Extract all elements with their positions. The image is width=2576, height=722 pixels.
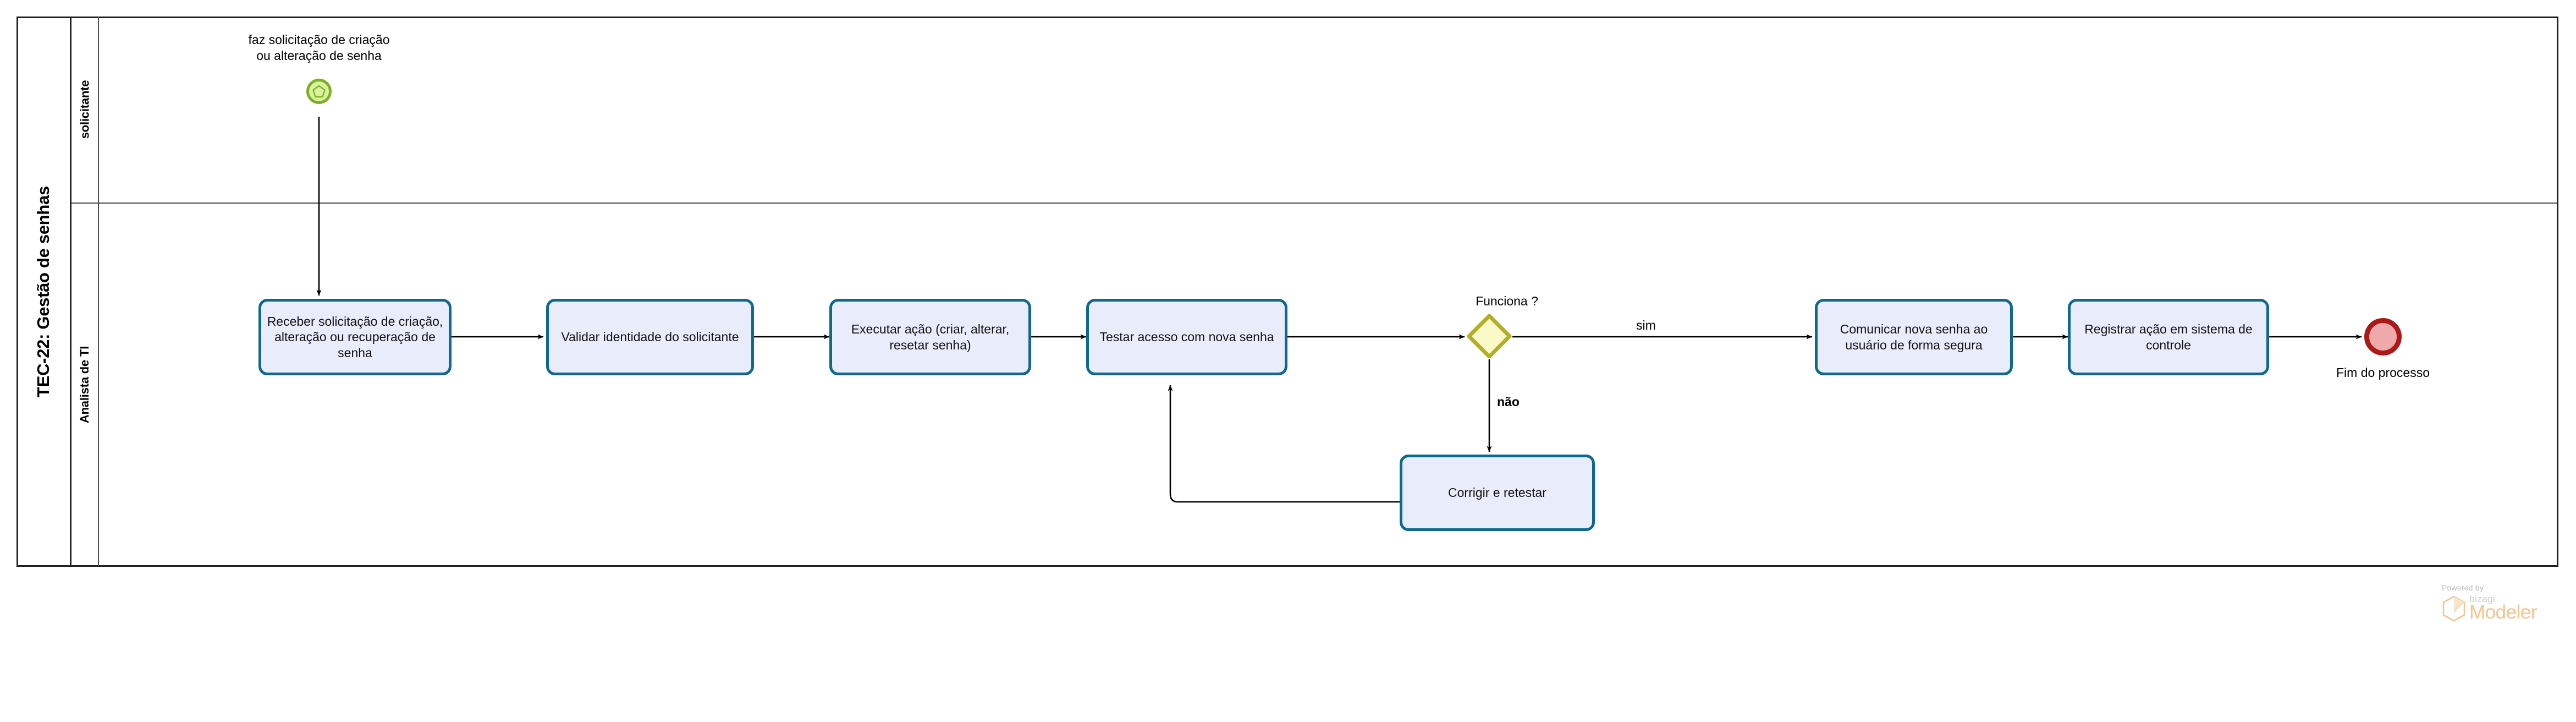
task-label: Validar identidade do solicitante	[561, 330, 739, 344]
gateway-diamond-icon	[1467, 314, 1512, 359]
lane-label-solicitante: solicitante	[78, 80, 92, 139]
task-label: Executar ação (criar, alterar, resetar s…	[851, 322, 1010, 352]
pool-title: TEC-22: Gestão de senhas	[33, 186, 53, 397]
start-event-label-line2: ou alteração de senha	[256, 48, 382, 63]
lane-divider	[71, 203, 2557, 204]
lane-label-analista-ti: Analista de TI	[78, 346, 92, 424]
task-label: Testar acesso com nova senha	[1099, 330, 1274, 344]
start-event-label: faz solicitação de criação ou alteração …	[209, 32, 429, 64]
flow-label-sim: sim	[1636, 318, 1656, 332]
task-receber-solicitacao[interactable]: Receber solicitação de criação, alteraçã…	[258, 299, 452, 375]
task-testar-acesso[interactable]: Testar acesso com nova senha	[1086, 299, 1287, 375]
gateway-label: Funciona ?	[1476, 294, 1538, 308]
watermark-brand: bizagi	[2469, 594, 2496, 604]
watermark-product: Modeler	[2469, 601, 2537, 623]
task-corrigir-retestar[interactable]: Corrigir e retestar	[1400, 455, 1595, 531]
process-pool	[16, 17, 2558, 567]
start-event-label-line1: faz solicitação de criação	[248, 32, 390, 47]
lane-label-band-analista-ti: Analista de TI	[71, 204, 99, 566]
task-executar-acao[interactable]: Executar ação (criar, alterar, resetar s…	[829, 299, 1031, 375]
pool-title-band: TEC-22: Gestão de senhas	[16, 17, 71, 567]
task-label: Comunicar nova senha ao usuário de forma…	[1840, 322, 1988, 352]
task-comunicar-senha[interactable]: Comunicar nova senha ao usuário de forma…	[1815, 299, 2013, 375]
watermark-powered-by: Powered by	[2442, 583, 2484, 592]
exclusive-gateway-funciona[interactable]	[1467, 314, 1512, 359]
flow-label-nao: não	[1497, 395, 1520, 409]
task-registrar-acao[interactable]: Registrar ação em sistema de controle	[2068, 299, 2269, 375]
task-label: Registrar ação em sistema de controle	[2084, 322, 2253, 352]
end-event-label: Fim do processo	[2336, 365, 2430, 380]
end-event[interactable]	[2364, 318, 2402, 355]
bizagi-hexagon-logo-icon	[2442, 595, 2465, 622]
lane-label-band-solicitante: solicitante	[71, 17, 99, 203]
start-signal-event[interactable]	[306, 79, 332, 104]
bizagi-watermark: Powered by bizagi Modeler	[2442, 583, 2563, 633]
task-label: Receber solicitação de criação, alteraçã…	[267, 314, 443, 360]
task-validar-identidade[interactable]: Validar identidade do solicitante	[546, 299, 754, 375]
task-label: Corrigir e retestar	[1448, 485, 1546, 500]
signal-pentagon-icon	[312, 85, 326, 98]
